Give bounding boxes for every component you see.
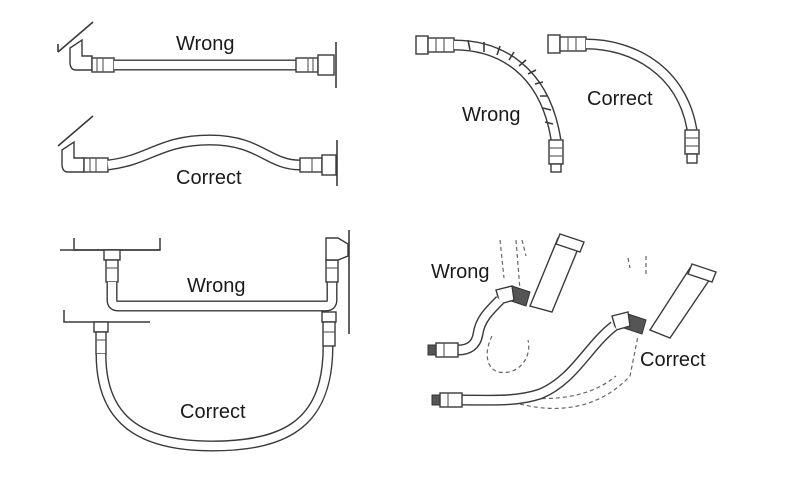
hose-end-fitting-top xyxy=(559,36,587,52)
label-correct: Correct xyxy=(640,349,706,371)
panel-top-right: Wrong Correct xyxy=(415,34,700,173)
elbow-fitting-left xyxy=(61,140,85,173)
label-correct: Correct xyxy=(180,401,246,423)
label-wrong: Wrong xyxy=(462,104,521,126)
elbow-fitting-right xyxy=(325,237,349,261)
lower-mount-plate xyxy=(63,310,150,323)
label-wrong: Wrong xyxy=(431,261,490,283)
upper-mount-plate xyxy=(73,238,161,251)
dashed-outline-wrong-top xyxy=(499,239,527,291)
twist-stripes xyxy=(467,39,554,125)
wrong-sharp-bend-hose: Wrong xyxy=(427,233,585,358)
wrong-right-angle-hose: Wrong xyxy=(103,237,349,312)
correct-gentle-bend-hose: Correct xyxy=(431,263,717,408)
hose-end-fitting-right xyxy=(325,259,339,283)
panel-bottom-right: Wrong Correct xyxy=(427,233,717,409)
panel-bottom-left: Wrong Correct xyxy=(60,230,350,452)
correct-loop-hose: Correct xyxy=(93,311,337,452)
hose-end-fitting-correct xyxy=(439,392,463,408)
wrong-twisted-hose: Wrong xyxy=(415,35,564,173)
dashed-outline-correct-sweep xyxy=(519,335,639,409)
correct-slack-hose: Correct xyxy=(57,115,338,189)
correct-untwisted-hose: Correct xyxy=(547,34,700,164)
left-wall-diagonal xyxy=(57,115,94,147)
hose-end-fitting-wrong xyxy=(435,342,459,358)
hose-end-fitting-bottom xyxy=(548,139,564,165)
elbow-fitting-left xyxy=(69,38,93,71)
dashed-outline-correct-top xyxy=(627,256,647,276)
left-wall-diagonal xyxy=(57,21,94,53)
hose-end-fitting-top xyxy=(427,37,455,53)
wrong-straight-hose: Wrong xyxy=(57,21,337,88)
label-correct: Correct xyxy=(176,167,242,189)
panel-top-left: Wrong Correct xyxy=(57,21,338,189)
dashed-outline-wrong-loop xyxy=(486,335,530,374)
hose-end-fitting-right xyxy=(322,321,336,347)
label-wrong: Wrong xyxy=(176,33,235,55)
label-wrong: Wrong xyxy=(187,275,246,297)
hose-end-fitting-right xyxy=(299,157,323,173)
hose-end-fitting-left xyxy=(95,331,107,355)
hose-end-fitting-right xyxy=(295,57,319,73)
hose-end-fitting-bottom xyxy=(684,129,700,155)
hose-end-fitting-left xyxy=(105,259,119,283)
label-correct: Correct xyxy=(587,88,653,110)
